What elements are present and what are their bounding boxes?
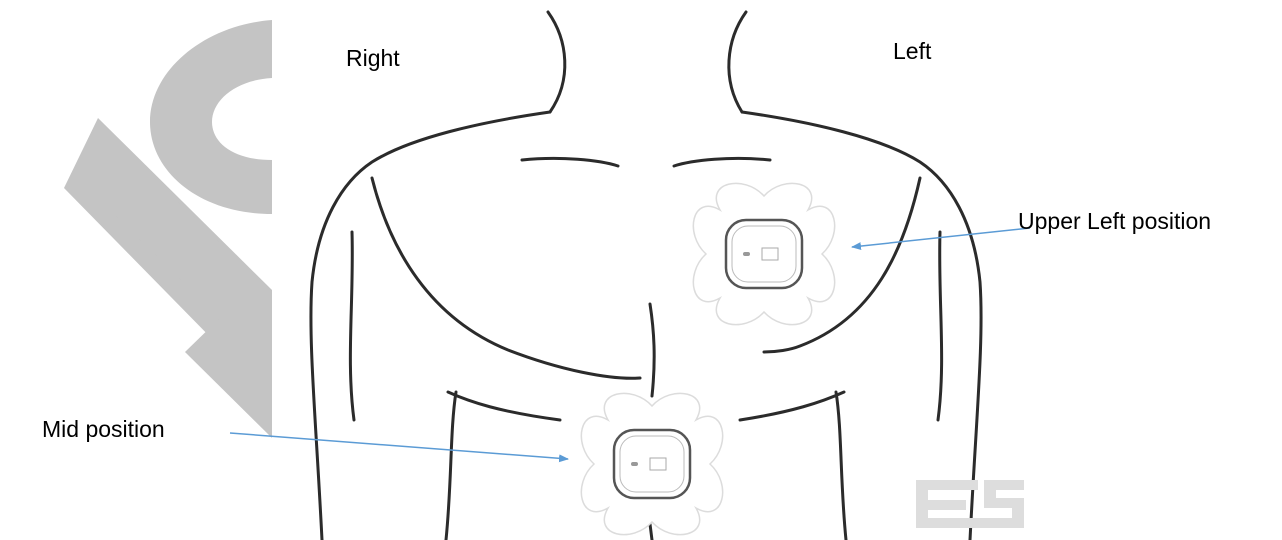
mid-callout-arrow — [230, 433, 568, 459]
sternum-line — [650, 304, 654, 396]
sensor-led — [631, 462, 638, 466]
left-ribcage-line — [740, 392, 844, 420]
left-lat-line — [836, 392, 846, 540]
neck-right-edge — [548, 12, 565, 112]
sensor-led — [743, 252, 750, 256]
upper-left-sensor-patch — [693, 183, 834, 324]
abdomen-line — [650, 524, 652, 540]
right-shoulder — [311, 112, 550, 540]
es-logo-icon — [916, 480, 1024, 528]
left-armpit-line — [938, 232, 942, 420]
right-side-label: Right — [346, 47, 400, 70]
right-clavicle — [522, 158, 618, 166]
neck-left-edge — [729, 12, 746, 112]
right-armpit-line — [350, 232, 354, 420]
mid-sensor-patch — [581, 393, 722, 534]
fc-logo-icon — [64, 20, 272, 438]
right-ribcage-line — [448, 392, 560, 420]
left-side-label: Left — [893, 40, 931, 63]
right-lat-line — [446, 392, 456, 540]
left-clavicle — [674, 158, 770, 166]
mid-position-label: Mid position — [42, 418, 165, 441]
right-pectoral-line — [372, 178, 640, 378]
left-shoulder — [742, 112, 981, 540]
upper-left-position-label: Upper Left position — [1018, 210, 1211, 233]
